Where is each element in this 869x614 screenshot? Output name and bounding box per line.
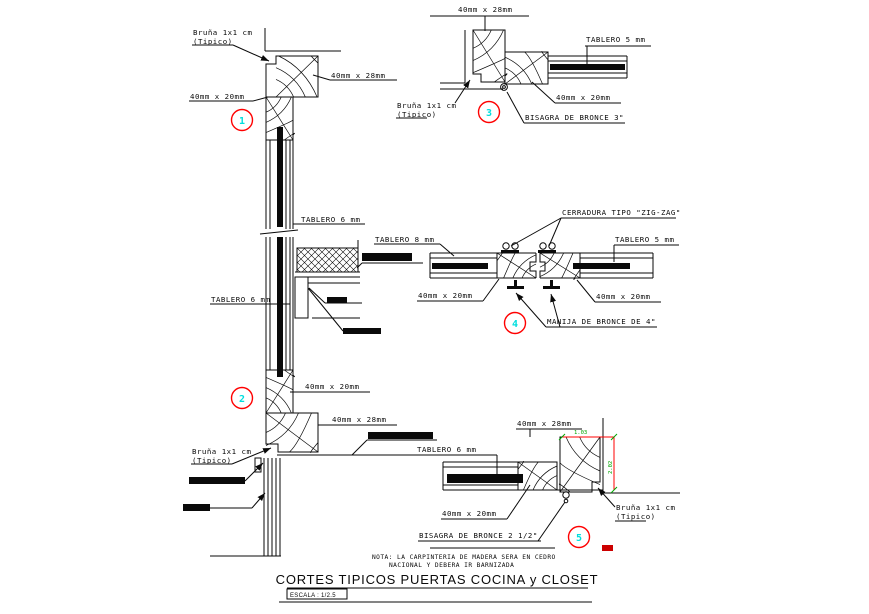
dim-tick	[610, 433, 618, 441]
wood-grain	[265, 369, 295, 414]
note-line1: NOTA: LA CARPINTERIA DE MADERA SERA EN C…	[372, 554, 556, 561]
detail-circle-3	[477, 100, 501, 124]
label-d3-tablero5: TABLERO 5 mm	[586, 35, 645, 44]
dim-tick	[558, 433, 566, 441]
label-bruna-d5-line2: (Tipico)	[616, 512, 656, 521]
dim-text-horizontal: 1.03	[574, 430, 587, 436]
label-bruna-d5-line1: Bruña 1x1 cm	[616, 503, 675, 512]
label-bruna-d2-line2: (Tipico)	[192, 456, 232, 465]
drawing-geometry	[183, 15, 680, 603]
wood-grain	[558, 436, 601, 493]
label-d4-40x20-right: 40mm x 20mm	[596, 292, 650, 301]
label-manija: MANIJA DE BRONCE DE 4"	[547, 317, 656, 326]
wood-grain	[539, 252, 581, 280]
detail-number-5: 5	[576, 533, 582, 544]
detail-number-3: 3	[486, 108, 492, 119]
label-d5-40x28: 40mm x 28mm	[517, 419, 571, 428]
label-bisagra-3: BISAGRA DE BRONCE 3"	[525, 113, 624, 122]
label-tablero6-a: TABLERO 6 mm	[301, 215, 360, 224]
wood-grain	[265, 412, 319, 453]
label-d3-40x20: 40mm x 20mm	[556, 93, 610, 102]
wood-grain	[275, 55, 319, 98]
wood-grain	[496, 251, 537, 279]
label-tablero6-b: TABLERO 6 mm	[211, 295, 270, 304]
label-d4-40x20-left: 40mm x 20mm	[418, 291, 472, 300]
label-d5-tablero6: TABLERO 6 mm	[417, 445, 476, 454]
label-d1-40x28: 40mm x 28mm	[331, 71, 385, 80]
label-d2-40x28: 40mm x 28mm	[332, 415, 386, 424]
label-bruna-d3-line2: (Tipico)	[397, 110, 437, 119]
label-bruna-d1-line1: Bruña 1x1 cm	[193, 28, 252, 37]
detail-number-1: 1	[239, 116, 245, 127]
wood-grain	[517, 461, 558, 491]
hatched-wall-block	[296, 247, 359, 273]
label-d4-tablero5: TABLERO 5 mm	[615, 235, 674, 244]
dim-tick	[610, 486, 618, 494]
detail-circle-5	[567, 525, 591, 549]
label-d2-40x20: 40mm x 20mm	[305, 382, 359, 391]
label-d5-40x20: 40mm x 20mm	[442, 509, 496, 518]
label-bruna-d1-line2: (Tipico)	[193, 37, 233, 46]
label-cerradura: CERRADURA TIPO "ZIG-ZAG"	[562, 208, 681, 217]
label-bruna-d3-line1: Bruña 1x1 cm	[397, 101, 456, 110]
wood-grain	[265, 96, 295, 141]
detail-circle-4	[503, 311, 527, 335]
dim-text-vertical: 2.02	[608, 461, 614, 474]
label-d3-40x28: 40mm x 28mm	[458, 5, 512, 14]
label-d1-40x20: 40mm x 20mm	[190, 92, 244, 101]
detail-circle-1	[230, 108, 254, 132]
red-artifact	[602, 545, 613, 551]
sheet-scale: ESCALA : 1/2.5	[290, 593, 336, 599]
label-bruna-d2-line1: Bruña 1x1 cm	[192, 447, 251, 456]
detail-circle-2	[230, 386, 254, 410]
detail-number-2: 2	[239, 394, 245, 405]
sheet-title: CORTES TIPICOS PUERTAS COCINA y CLOSET	[276, 572, 599, 587]
note-line2: NACIONAL Y DEBERA IR BARNIZADA	[389, 562, 514, 569]
label-tablero8: TABLERO 8 mm	[375, 235, 434, 244]
wood-grain	[472, 29, 508, 83]
wood-grain	[504, 51, 549, 85]
detail-number-4: 4	[512, 319, 518, 330]
label-bisagra-2-5: BISAGRA DE BRONCE 2 1/2"	[419, 531, 538, 540]
